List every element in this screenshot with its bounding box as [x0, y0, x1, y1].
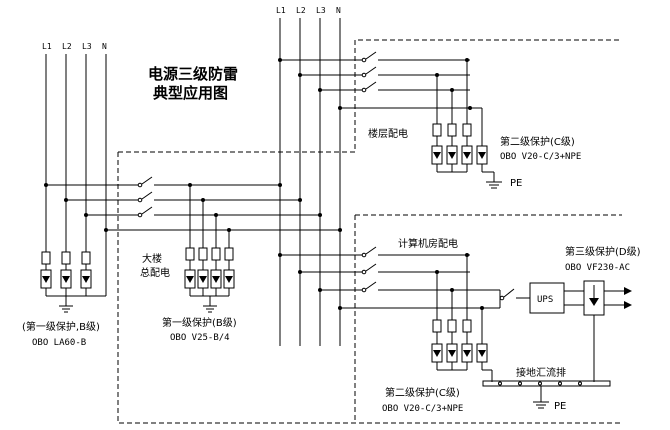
surge-protector-icon	[80, 248, 92, 289]
surge-protector-icon	[431, 343, 488, 363]
breaker-switch-icon	[137, 176, 320, 218]
main-bus-label-l2: L2	[296, 6, 306, 15]
main-dist-enclosure-bottom	[117, 152, 622, 424]
level2-bottom-title: 第二级保护(C级)	[385, 386, 460, 399]
floor-dist-feeders	[278, 51, 470, 110]
level3-title: 第三级保护(D级)	[565, 245, 641, 258]
left-bus: L1 L2 L3 N	[42, 42, 107, 248]
ground-symbol-icon	[203, 305, 217, 313]
building-main-label: 大楼	[142, 252, 162, 265]
output-arrow-icon	[589, 285, 599, 306]
level2-top-model: OBO V20-C/3+NPE	[500, 152, 581, 162]
ups-label: UPS	[537, 295, 553, 305]
title-line1: 电源三级防雷	[148, 65, 238, 83]
pe-label-bottom: PE	[554, 401, 566, 412]
grounding-bar	[482, 380, 611, 409]
pe-label-top: PE	[510, 178, 522, 189]
breaker-switch-icon	[361, 51, 470, 93]
building-main-label2: 总配电	[140, 266, 170, 279]
ground-symbol-icon	[486, 181, 502, 189]
main-feeders	[44, 176, 340, 232]
left-bus-label-l1: L1	[42, 42, 52, 51]
ups-path: UPS	[499, 280, 632, 382]
level1-center-title: 第一级保护(B级)	[162, 316, 237, 329]
left-bus-label-n: N	[102, 42, 107, 51]
level1-left-title: (第一级保护,B级)	[22, 320, 100, 333]
left-bus-label-l3: L3	[82, 42, 92, 51]
computer-room-label: 计算机房配电	[398, 237, 458, 250]
main-bus-label-n: N	[336, 6, 341, 15]
ground-symbol-icon	[533, 401, 549, 409]
ground-symbol-icon	[59, 305, 73, 313]
main-bus-label-l3: L3	[316, 6, 326, 15]
spd-bank-v25	[184, 183, 235, 313]
main-dist-enclosure	[118, 39, 622, 153]
floor-dist-label: 楼层配电	[368, 127, 408, 140]
surge-protector-icon	[431, 145, 488, 165]
surge-protector-icon	[60, 248, 72, 289]
spd-bank-v20-bottom	[431, 253, 493, 382]
main-bus: L1 L2 L3 N	[276, 6, 342, 346]
computer-room-feeders	[278, 246, 500, 310]
spd-bank-v20-top	[431, 58, 502, 189]
spd-bank-la60	[40, 248, 107, 313]
title-line2: 典型应用图	[153, 84, 228, 102]
level2-bottom-model: OBO V20-C/3+NPE	[382, 404, 463, 414]
level1-left-model: OBO LA60-B	[32, 338, 86, 348]
surge-protector-icon	[184, 269, 235, 289]
ups-box	[529, 282, 565, 314]
grounding-bar-label: 接地汇流排	[516, 366, 566, 379]
level1-center-model: OBO V25-B/4	[170, 333, 230, 343]
level2-top-title: 第二级保护(C级)	[500, 135, 575, 148]
breaker-switch-icon	[361, 246, 500, 293]
left-bus-label-l2: L2	[62, 42, 72, 51]
level3-model: OBO VF230-AC	[565, 263, 630, 273]
surge-protector-icon	[40, 248, 52, 289]
main-bus-label-l1: L1	[276, 6, 286, 15]
